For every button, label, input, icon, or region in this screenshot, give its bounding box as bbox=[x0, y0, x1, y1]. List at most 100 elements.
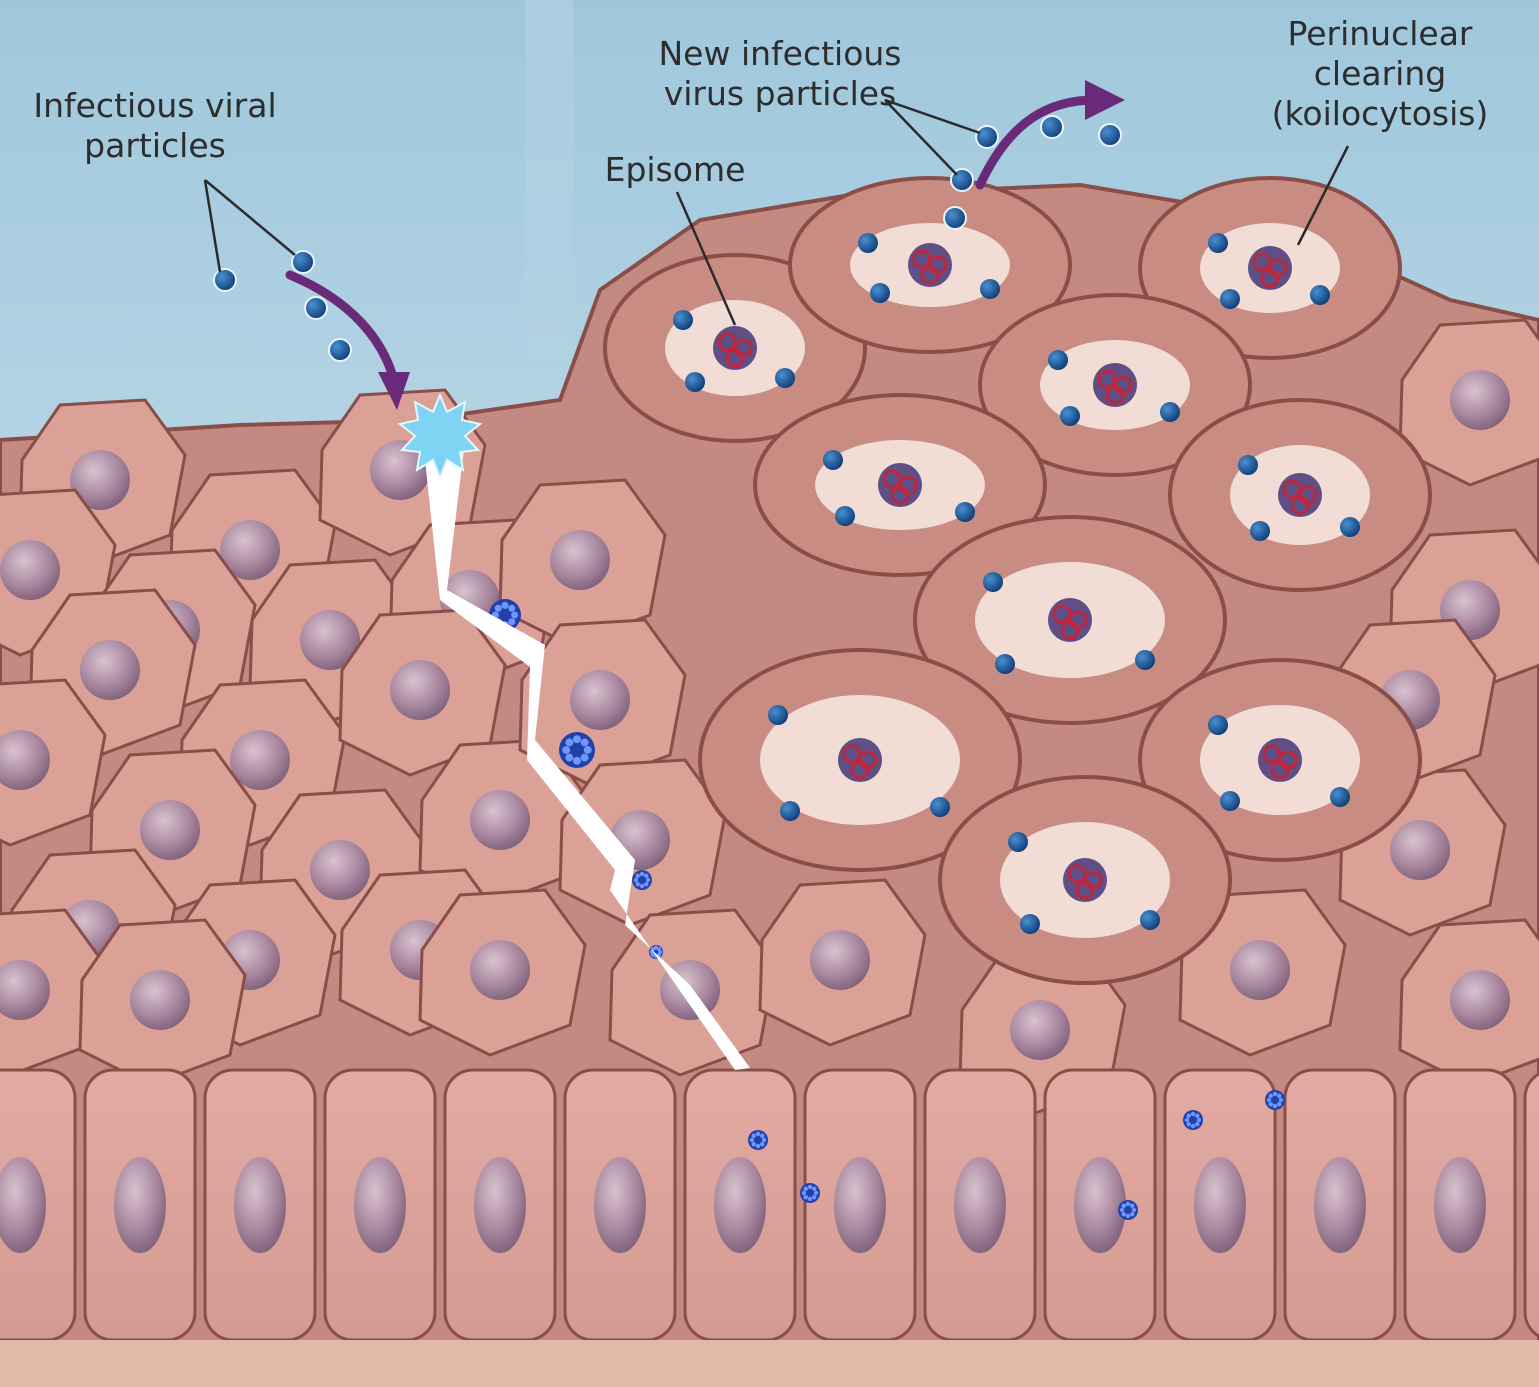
capsomere bbox=[644, 882, 648, 886]
virus-particle bbox=[1340, 517, 1360, 537]
nucleus bbox=[1450, 370, 1510, 430]
nucleus bbox=[550, 530, 610, 590]
capsomere bbox=[1185, 1118, 1189, 1122]
capsomere bbox=[752, 1134, 756, 1138]
capsomere bbox=[640, 872, 644, 876]
virus-particle bbox=[930, 797, 950, 817]
virus-particle bbox=[1250, 521, 1270, 541]
capsomere bbox=[508, 618, 515, 625]
virus-particle bbox=[1220, 791, 1240, 811]
capsomere bbox=[1195, 1122, 1199, 1126]
capsomere bbox=[1120, 1208, 1124, 1212]
virus-particle bbox=[823, 450, 843, 470]
virus-particle bbox=[1208, 233, 1228, 253]
nucleus bbox=[470, 790, 530, 850]
virus-particle bbox=[1135, 650, 1155, 670]
virus-particle bbox=[858, 233, 878, 253]
basal-nucleus bbox=[474, 1157, 526, 1253]
capsomere bbox=[1191, 1112, 1195, 1116]
capsomere bbox=[814, 1191, 818, 1195]
label-perinuclear-clearing: Perinuclear clearing (koilocytosis) bbox=[1265, 14, 1495, 134]
nucleus bbox=[390, 660, 450, 720]
virus-particle bbox=[1099, 124, 1121, 146]
capsomere bbox=[808, 1197, 812, 1201]
basement-membrane bbox=[0, 1340, 1539, 1387]
capsomere bbox=[1269, 1102, 1273, 1106]
virus-particle bbox=[1238, 455, 1258, 475]
label-line: Perinuclear bbox=[1265, 14, 1495, 54]
virus-particle bbox=[1140, 910, 1160, 930]
virus-particle bbox=[1060, 406, 1080, 426]
nucleus bbox=[1230, 940, 1290, 1000]
label-line: Infectious viral bbox=[20, 86, 290, 126]
capsomere bbox=[1279, 1098, 1283, 1102]
basal-nucleus bbox=[354, 1157, 406, 1253]
capsomere bbox=[802, 1191, 806, 1195]
virus-particle bbox=[835, 506, 855, 526]
virus-particle bbox=[1008, 832, 1028, 852]
capsomere bbox=[804, 1187, 808, 1191]
virus-particle bbox=[305, 297, 327, 319]
capsomere bbox=[1277, 1102, 1281, 1106]
capsomere bbox=[581, 738, 589, 746]
virus-particle bbox=[983, 572, 1003, 592]
background-band bbox=[525, 0, 573, 360]
virus-particle bbox=[980, 279, 1000, 299]
capsomere bbox=[1197, 1118, 1201, 1122]
capsomere bbox=[1126, 1202, 1130, 1206]
capsomere bbox=[584, 746, 592, 754]
capsomere bbox=[634, 878, 638, 882]
basal-nucleus bbox=[594, 1157, 646, 1253]
capsomere bbox=[1269, 1094, 1273, 1098]
capsomere bbox=[1122, 1204, 1126, 1208]
basal-nucleus bbox=[954, 1157, 1006, 1253]
capsomere bbox=[636, 874, 640, 878]
capsomere bbox=[573, 757, 581, 765]
virus-particle bbox=[1220, 289, 1240, 309]
capsomere bbox=[760, 1142, 764, 1146]
capsomere bbox=[1195, 1114, 1199, 1118]
capsomere bbox=[636, 882, 640, 886]
capsomere bbox=[573, 735, 581, 743]
virus-particle bbox=[329, 339, 351, 361]
capsomere bbox=[1187, 1122, 1191, 1126]
virus-particle bbox=[1020, 914, 1040, 934]
capsomere bbox=[750, 1138, 754, 1142]
capsomere bbox=[760, 1134, 764, 1138]
virus-particle bbox=[673, 310, 693, 330]
label-new-infectious-virus-particles: New infectious virus particles bbox=[645, 34, 915, 114]
virus-particle bbox=[995, 654, 1015, 674]
virus-particle bbox=[775, 368, 795, 388]
basal-cell-layer bbox=[0, 1070, 1539, 1387]
capsomere bbox=[644, 874, 648, 878]
label-line: Episome bbox=[590, 150, 760, 190]
capsomere bbox=[657, 947, 661, 951]
capsomere bbox=[565, 754, 573, 762]
capsomere bbox=[804, 1195, 808, 1199]
nucleus bbox=[140, 800, 200, 860]
capsomere bbox=[1273, 1104, 1277, 1108]
label-line: virus particles bbox=[645, 74, 915, 114]
capsomere bbox=[752, 1142, 756, 1146]
virus-particle bbox=[1041, 116, 1063, 138]
virus-particle bbox=[870, 283, 890, 303]
basal-nucleus bbox=[1434, 1157, 1486, 1253]
label-line: particles bbox=[20, 126, 290, 166]
basal-nucleus bbox=[834, 1157, 886, 1253]
virus-particle bbox=[976, 126, 998, 148]
virus-particle bbox=[214, 269, 236, 291]
capsomere bbox=[565, 738, 573, 746]
basal-cell bbox=[1525, 1070, 1539, 1340]
capsomere bbox=[501, 602, 508, 609]
virus-particle bbox=[1160, 402, 1180, 422]
virus-particle bbox=[955, 502, 975, 522]
capsomere bbox=[756, 1132, 760, 1136]
capsomere bbox=[1267, 1098, 1271, 1102]
virus-particle bbox=[1208, 715, 1228, 735]
capsomere bbox=[1126, 1214, 1130, 1218]
virus-particle bbox=[685, 372, 705, 392]
basal-nucleus bbox=[1074, 1157, 1126, 1253]
nucleus bbox=[310, 840, 370, 900]
label-line: New infectious bbox=[645, 34, 915, 74]
